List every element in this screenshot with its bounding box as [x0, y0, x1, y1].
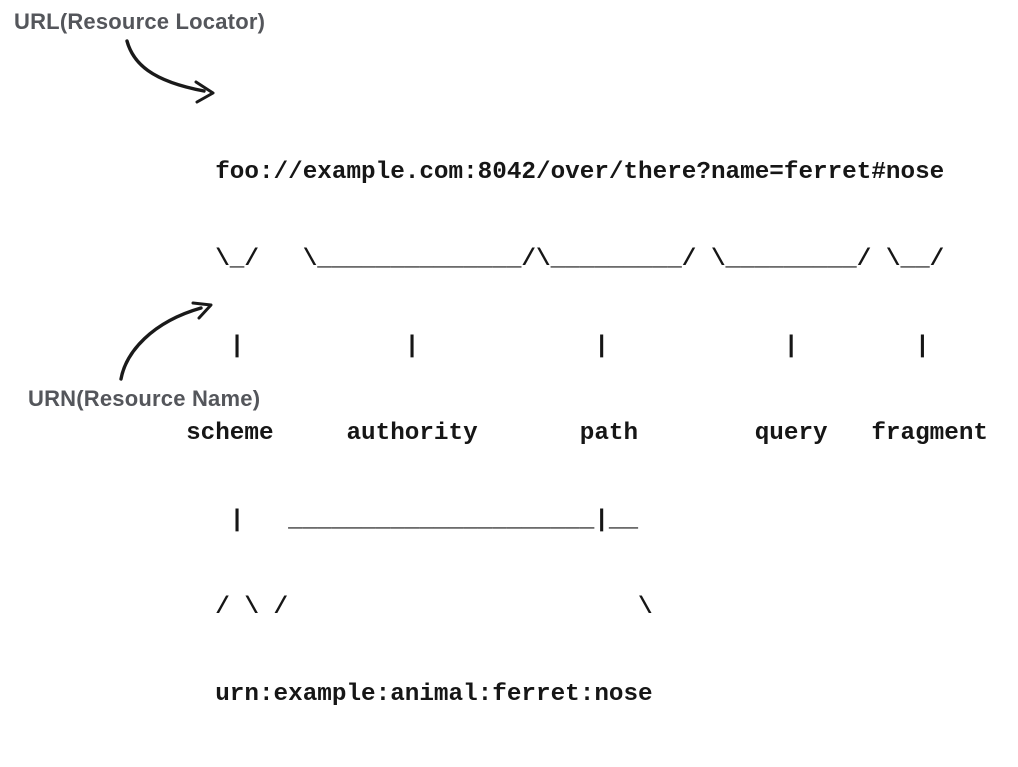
ascii-line-urn-bridge: | _____________________|__ — [84, 507, 639, 534]
uri-syntax-diagram: URL(Resource Locator) foo://example.com:… — [14, 9, 988, 708]
ascii-line-urn-braces: / \ / \ — [84, 594, 653, 621]
ascii-line-segment-labels: scheme authority path query fragment — [84, 420, 988, 447]
urn-annotation-label: URN(Resource Name) — [28, 386, 261, 411]
url-arrow — [125, 39, 206, 93]
ascii-line-uri-ticks: | | | | | — [84, 333, 930, 360]
url-annotation-label: URL(Resource Locator) — [14, 9, 266, 34]
url-arrowhead-icon — [194, 80, 215, 104]
ascii-line-urn: urn:example:animal:ferret:nose — [84, 681, 653, 708]
ascii-line-uri-braces: \_/ \______________/\_________/ \_______… — [84, 246, 945, 273]
ascii-line-uri: foo://example.com:8042/over/there?name=f… — [84, 159, 945, 186]
ascii-art-diagram: foo://example.com:8042/over/there?name=f… — [84, 100, 988, 767]
